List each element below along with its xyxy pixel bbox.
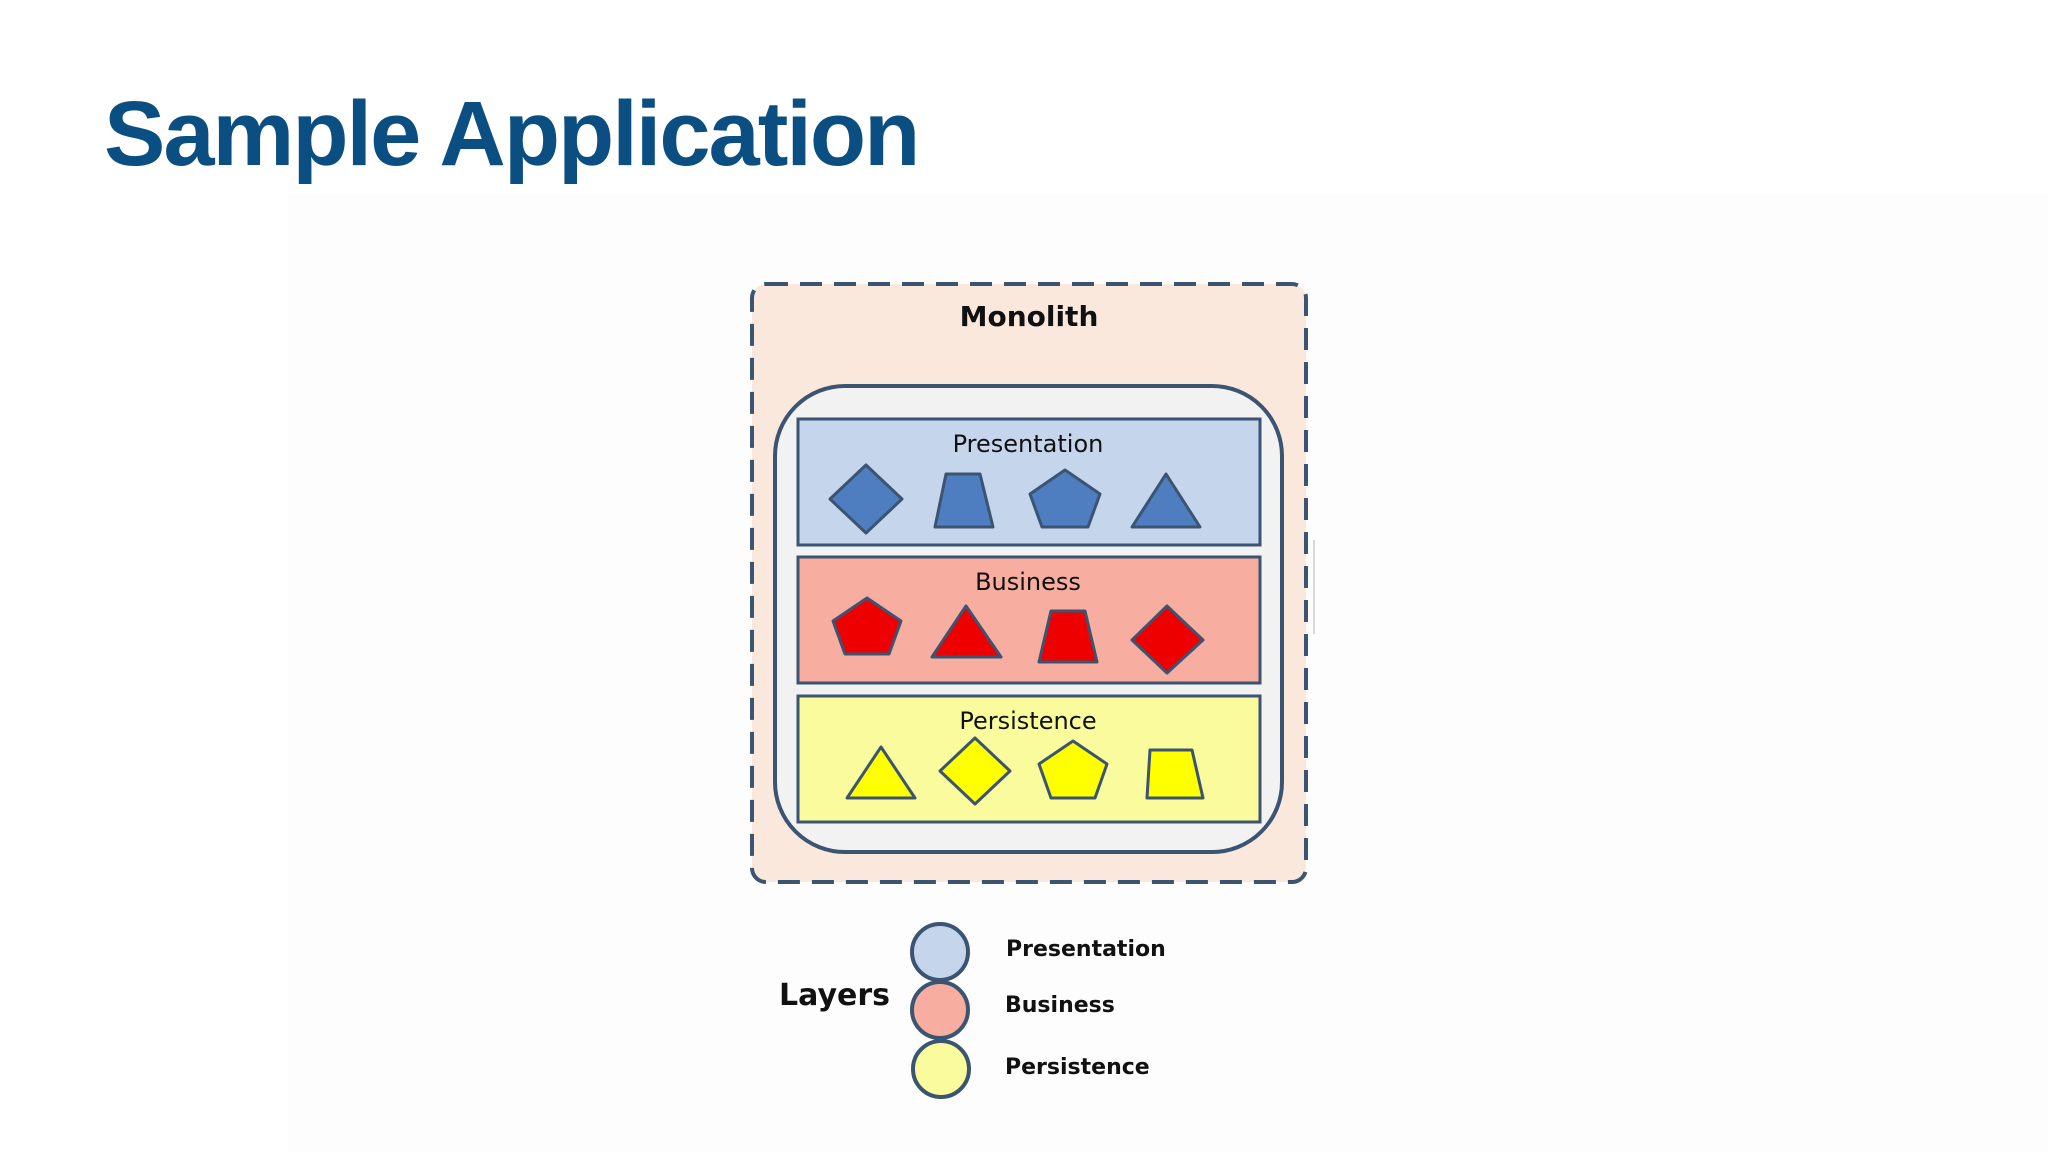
monolith-label: Monolith — [960, 300, 1099, 333]
layer-presentation: Presentation — [796, 417, 1262, 547]
legend-label-presentation: Presentation — [1006, 937, 1166, 962]
legend-item-persistence: Persistence — [911, 1039, 1150, 1099]
diamond-icon — [938, 736, 1012, 806]
legend-label-business: Business — [1005, 993, 1115, 1018]
trapezoid-icon — [933, 472, 995, 529]
triangle-icon — [1130, 472, 1202, 529]
legend-swatch-persistence — [911, 1039, 971, 1099]
layer-persistence-label: Persistence — [959, 707, 1096, 735]
triangle-icon — [930, 604, 1003, 659]
pentagon-icon — [1037, 739, 1109, 800]
legend-item-presentation: Presentation — [910, 922, 1166, 982]
layer-business: Business — [796, 555, 1262, 685]
legend-title: Layers — [779, 978, 890, 1013]
triangle-icon — [845, 745, 917, 800]
layer-presentation-shapes — [828, 463, 1202, 535]
legend-swatch-business — [910, 980, 970, 1040]
legend-item-business: Business — [910, 980, 1115, 1040]
diamond-icon — [1130, 604, 1205, 675]
legend-swatch-presentation — [910, 922, 970, 982]
layer-presentation-label: Presentation — [953, 430, 1104, 458]
pentagon-icon — [831, 596, 903, 656]
trapezoid-icon — [1037, 609, 1099, 664]
legend: Layers Presentation Business Persistence — [779, 922, 1166, 1099]
layer-business-shapes — [831, 596, 1205, 675]
trapezoid-icon — [1145, 748, 1205, 800]
layer-persistence: Persistence — [796, 694, 1262, 824]
layer-persistence-shapes — [845, 736, 1205, 806]
legend-label-persistence: Persistence — [1005, 1055, 1150, 1080]
pentagon-icon — [1028, 468, 1102, 529]
diamond-icon — [828, 463, 904, 535]
slide-title: Sample Application — [104, 83, 920, 185]
layer-business-label: Business — [975, 568, 1081, 596]
